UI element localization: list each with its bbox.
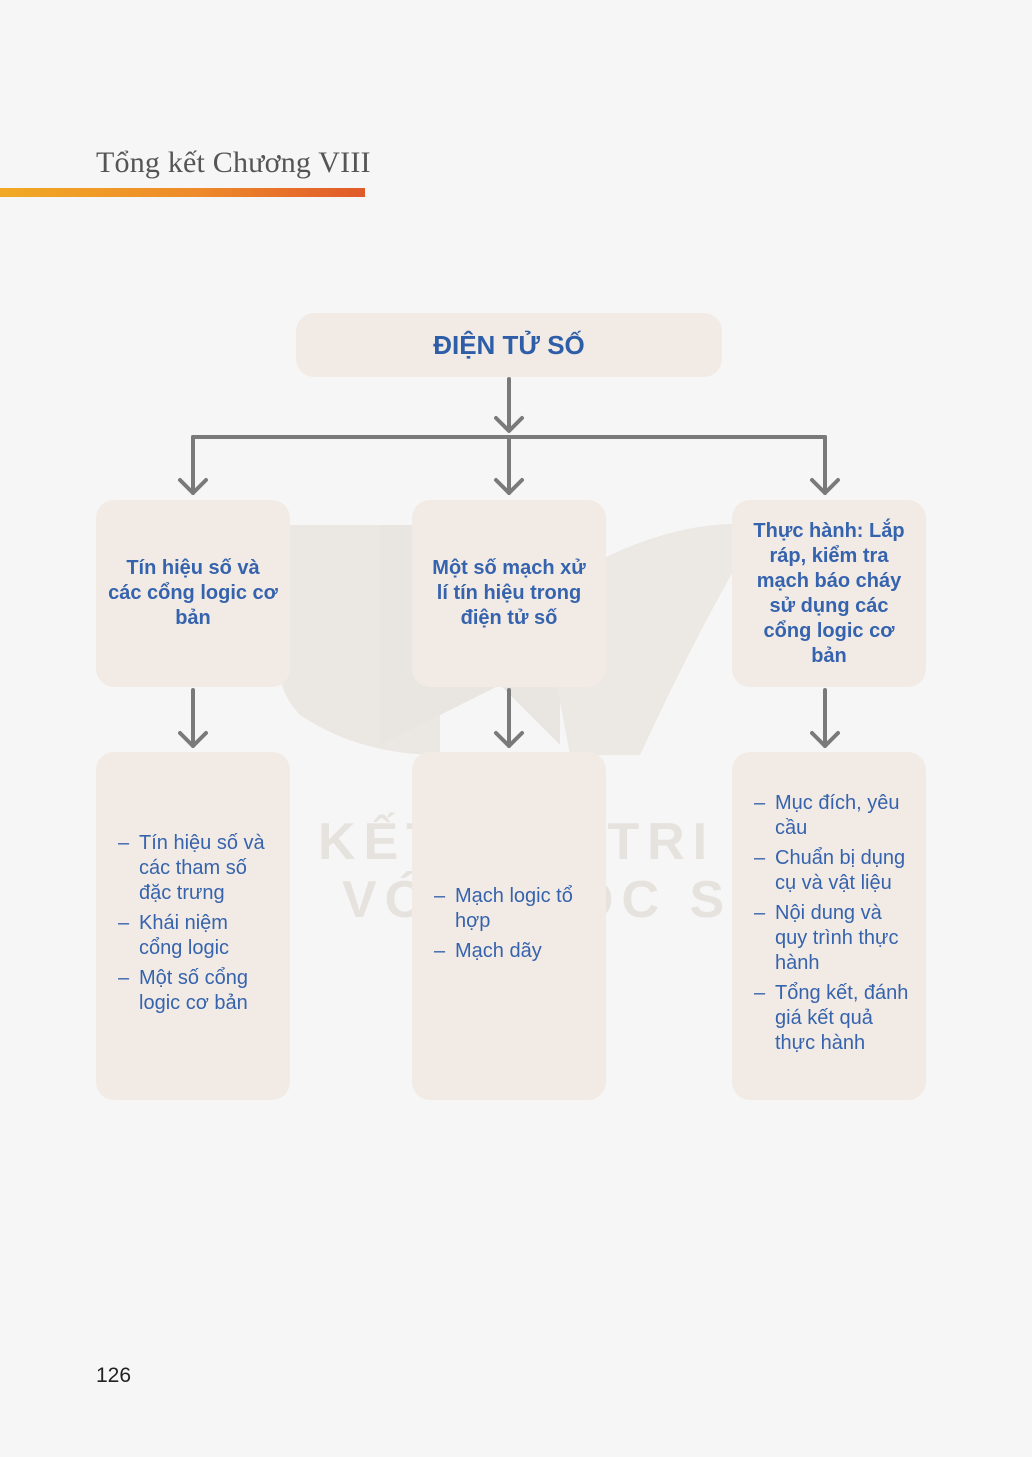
- branch-node-3: Thực hành: Lắp ráp, kiểm tra mạch báo ch…: [732, 500, 926, 687]
- detail-1-arrow-head: [178, 731, 208, 748]
- list-item: Tín hiệu số và các tham số đặc trưng: [118, 831, 276, 906]
- branch-node-3-label: Thực hành: Lắp ráp, kiểm tra mạch báo ch…: [753, 519, 905, 667]
- detail-node-2: Mạch logic tổ hợp Mạch dãy: [412, 752, 606, 1100]
- list-item: Mạch dãy: [434, 939, 592, 964]
- branch-node-2-label: Một số mạch xử lí tín hiệu trong điện tử…: [432, 557, 586, 629]
- title-underline-bar: [0, 188, 365, 197]
- root-arrow-head: [494, 416, 524, 433]
- list-item: Chuẩn bị dụng cụ và vật liệu: [754, 846, 912, 896]
- detail-node-3: Mục đích, yêu cầu Chuẩn bị dụng cụ và vậ…: [732, 752, 926, 1100]
- list-item: Tổng kết, đánh giá kết quả thực hành: [754, 981, 912, 1056]
- detail-list-3: Mục đích, yêu cầu Chuẩn bị dụng cụ và vậ…: [754, 791, 912, 1061]
- list-item: Nội dung và quy trình thực hành: [754, 901, 912, 976]
- detail-list-2: Mạch logic tổ hợp Mạch dãy: [434, 884, 592, 969]
- page-number: 126: [96, 1364, 132, 1387]
- branch-node-1-label: Tín hiệu số và các cổng logic cơ bản: [108, 557, 278, 629]
- branch-1-arrow-head: [178, 478, 208, 495]
- branch-node-1: Tín hiệu số và các cổng logic cơ bản: [96, 500, 290, 687]
- root-node-label: ĐIỆN TỬ SỐ: [433, 329, 585, 360]
- detail-3-arrow-head: [810, 731, 840, 748]
- list-item: Khái niệm cổng logic: [118, 911, 276, 961]
- root-node: ĐIỆN TỬ SỐ: [296, 313, 722, 377]
- detail-list-1: Tín hiệu số và các tham số đặc trưng Khá…: [118, 831, 276, 1021]
- list-item: Mạch logic tổ hợp: [434, 884, 592, 934]
- branch-2-arrow-head: [494, 478, 524, 495]
- list-item: Một số cổng logic cơ bản: [118, 966, 276, 1016]
- list-item: Mục đích, yêu cầu: [754, 791, 912, 841]
- branch-3-arrow-head: [810, 478, 840, 495]
- branch-node-2: Một số mạch xử lí tín hiệu trong điện tử…: [412, 500, 606, 687]
- page-title: Tổng kết Chương VIII: [96, 146, 371, 179]
- detail-2-arrow-head: [494, 731, 524, 748]
- detail-node-1: Tín hiệu số và các tham số đặc trưng Khá…: [96, 752, 290, 1100]
